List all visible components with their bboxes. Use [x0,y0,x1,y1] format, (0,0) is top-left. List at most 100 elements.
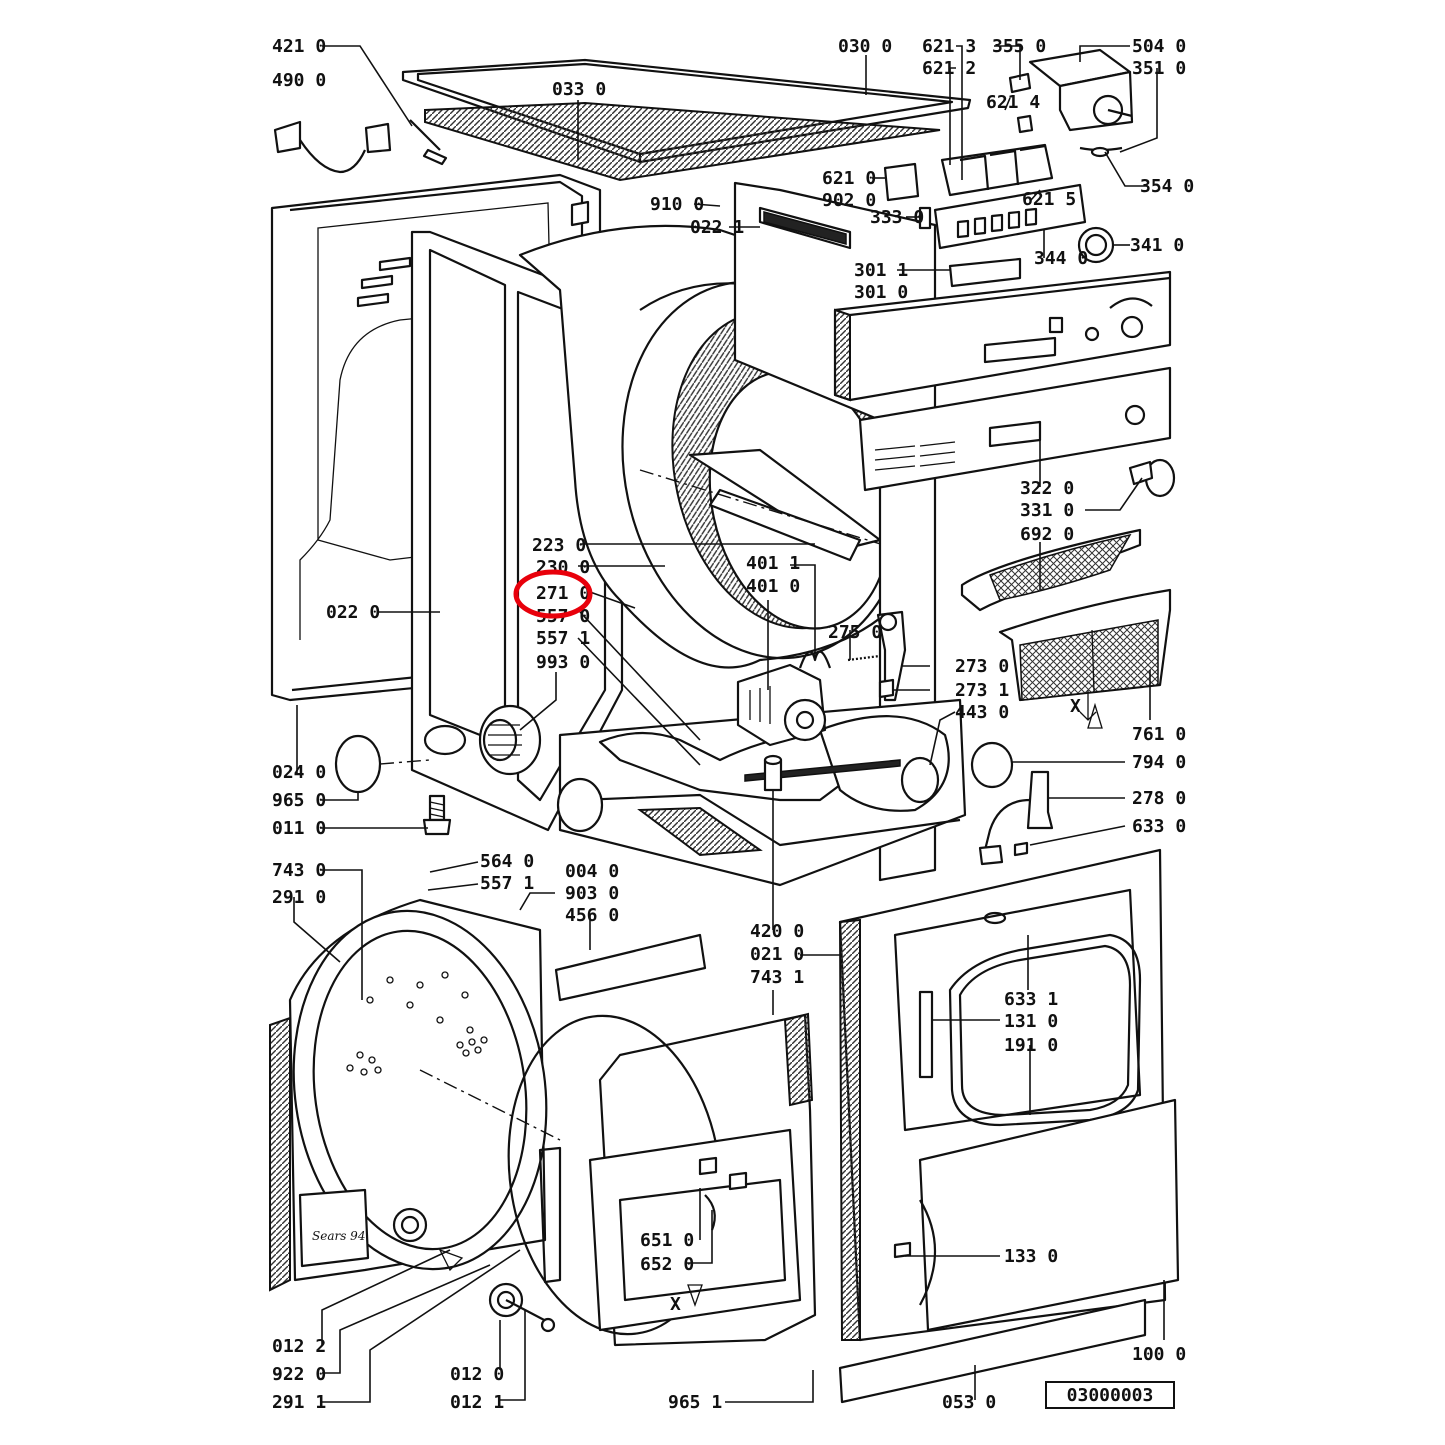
part-label: 743 0 [272,860,326,881]
diagram-id-box: 03000003 [1045,1381,1175,1409]
part-label: 621 5 [1022,189,1076,210]
thermal-fuse-354 [1079,146,1123,158]
part-label: 421 0 [272,36,326,57]
part-label: 322 0 [1020,478,1074,499]
part-label: 910 0 [650,194,704,215]
part-label: 965 1 [668,1392,722,1413]
switch-block-621 [883,143,1054,202]
leader-lines [293,45,1165,1403]
part-label: 633 0 [1132,816,1186,837]
part-label: 794 0 [1132,752,1186,773]
base-pan [556,698,967,887]
control-panel [833,270,1172,402]
part-label: 965 0 [272,790,326,811]
idler-pulley-012 [488,1282,556,1333]
part-label: 456 0 [565,905,619,926]
part-label: 030 0 [838,36,892,57]
part-label: 621 2 [922,58,976,79]
part-label: 743 1 [750,967,804,988]
part-label: 331 0 [1020,500,1074,521]
thermistor-278 [978,770,1054,866]
x-mark-filter: X [1070,696,1081,717]
part-label: 053 0 [942,1392,996,1413]
part-label: 443 0 [955,702,1009,723]
toe-kick-053 [838,1298,1147,1404]
part-label: 012 0 [450,1364,504,1385]
lint-filter-frame [960,528,1142,612]
push-button-301 [948,257,1022,288]
part-label: 273 0 [955,656,1009,677]
drum-rear-holes [346,971,488,1076]
part-333 [918,206,932,230]
part-label: 024 0 [272,762,326,783]
knob-322 [1128,458,1176,498]
part-355 [1008,72,1034,134]
part-label: 004 0 [565,861,619,882]
part-label: 355 0 [992,36,1046,57]
part-label: 275 0 [828,622,882,643]
part-label: 100 0 [1132,1344,1186,1365]
idler-bracket [847,610,907,702]
part-label: 271 0 [536,583,590,604]
part-label: 692 0 [1020,524,1074,545]
part-label: 191 0 [1004,1035,1058,1056]
part-label: 333 0 [870,207,924,228]
part-label: 223 0 [532,535,586,556]
part-label: 621 0 [822,168,876,189]
part-label: 012 1 [450,1392,504,1413]
part-label: 621 4 [986,92,1040,113]
part-label: 354 0 [1140,176,1194,197]
front-bulkhead [507,1012,817,1347]
foot-011 [422,794,452,836]
heater-element-456 [554,933,707,1002]
x-mark-front: X [670,1294,681,1315]
part-label: 922 0 [272,1364,326,1385]
part-label: 011 0 [272,818,326,839]
part-label: 902 0 [822,190,876,211]
part-label: 273 1 [955,680,1009,701]
x-marks: X X [670,696,1081,1315]
part-label: 341 0 [1130,235,1184,256]
part-label: 301 0 [854,282,908,303]
part-label: 761 0 [1132,724,1186,745]
part-label: 401 1 [746,553,800,574]
part-label: 557 1 [536,628,590,649]
part-label: 291 0 [272,887,326,908]
part-label: 278 0 [1132,788,1186,809]
lid-gasket [424,101,941,182]
highlight-ring [513,569,593,619]
capacitor-420 [763,754,783,792]
part-label: 301 1 [854,260,908,281]
part-label: 131 0 [1004,1011,1058,1032]
timer-504 [1028,48,1134,132]
part-label: 033 0 [552,79,606,100]
part-label: 652 0 [640,1254,694,1275]
power-cord-490 [273,119,448,174]
part-label: 651 0 [640,1230,694,1251]
part-label: 504 0 [1132,36,1186,57]
part-label: 291 1 [272,1392,326,1413]
part-label: 133 0 [1004,1246,1058,1267]
part-label: 490 0 [272,70,326,91]
part-label: 557 1 [480,873,534,894]
part-label: 564 0 [480,851,534,872]
part-label: 022 0 [326,602,380,623]
door-panel [893,1098,1180,1332]
nameplate-text: Sears 94 [312,1229,365,1243]
highlight-ellipse [513,569,593,619]
part-label: 621 3 [922,36,976,57]
diagram-id: 03000003 [1067,1385,1154,1406]
drive-motor [736,663,827,747]
lint-filter-screen [998,588,1172,702]
part-label: 022 1 [690,217,744,238]
part-label: 993 0 [536,652,590,673]
part-label: 012 2 [272,1336,326,1357]
part-label: 633 1 [1004,989,1058,1010]
selector-knob-341 [1077,226,1115,264]
rear-bulkhead [269,898,561,1292]
part-label: 351 0 [1132,58,1186,79]
dryer-vent-cap-965 [334,734,431,794]
seal-794 [970,741,1014,789]
